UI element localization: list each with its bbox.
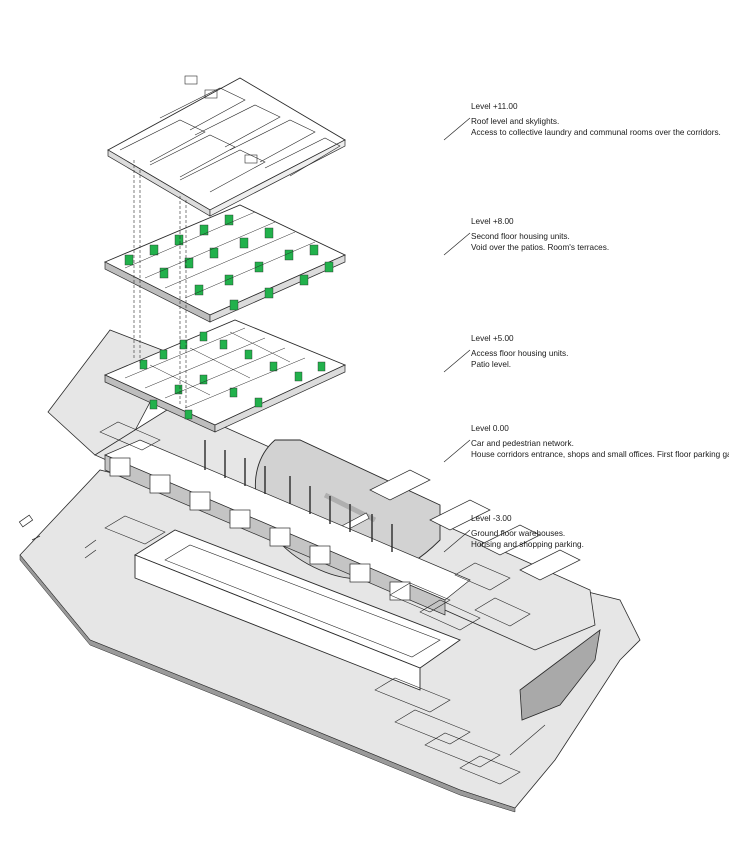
level-11-line-2: Access to collective laundry and communa… [471, 128, 721, 137]
projection-lines [133, 160, 187, 408]
roof-edge-right [209, 139, 346, 217]
right-shops-row [369, 469, 581, 581]
left-ground-marks [18, 514, 97, 559]
level5-edge-right [214, 364, 346, 433]
roof-top [107, 77, 346, 211]
level-0-plate [47, 329, 596, 651]
level5-patios [139, 331, 326, 420]
level-5-title: Level +5.00 [471, 334, 514, 343]
warehouse-block-side [134, 554, 421, 691]
level8-terraces [124, 214, 334, 311]
label-level-0: Level 0.00 Car and pedestrian network. H… [471, 423, 729, 461]
parking-stripes-level0 [99, 421, 531, 631]
level-minus3-line-2: Housing and shopping parking. [471, 540, 584, 549]
ramp-right [519, 629, 601, 721]
level-5-line-1: Access floor housing units. [471, 348, 569, 358]
level-0-title: Level 0.00 [471, 424, 509, 433]
leader-lines [443, 117, 471, 553]
level-0-line-1: Car and pedestrian network. [471, 438, 574, 448]
level-8-line-2: Void over the patios. Room's terraces. [471, 243, 610, 252]
level-8-plate [103, 204, 347, 323]
level-8-line-1: Second floor housing units. [471, 231, 570, 241]
corridor-shops-row [104, 439, 471, 616]
level-0-line-2: House corridors entrance, shops and smal… [471, 450, 729, 459]
level-8-title: Level +8.00 [471, 217, 514, 226]
warehouse-inner [164, 544, 441, 658]
level5-walls [124, 327, 306, 409]
label-level-8: Level +8.00 Second floor housing units. … [471, 216, 609, 254]
level-11-line-1: Roof level and skylights. [471, 116, 560, 126]
level8-walls [124, 211, 316, 299]
columns [204, 440, 393, 552]
level-minus3-line-1: Ground floor warehouses. [471, 528, 566, 538]
level-11-plate [107, 75, 346, 217]
label-level-minus3: Level -3.00 Ground floor warehouses. Hou… [471, 513, 584, 551]
label-level-11: Level +11.00 Roof level and skylights. A… [471, 101, 721, 139]
level-5-plate [103, 319, 347, 433]
roof-skylights [119, 75, 341, 193]
level-11-title: Level +11.00 [471, 102, 518, 111]
ground-slab-front-edge [19, 554, 516, 813]
level-minus3-plate [18, 469, 641, 813]
level-minus3-title: Level -3.00 [471, 514, 512, 523]
level-5-line-2: Patio level. [471, 360, 512, 369]
parking-stripes-bottom [374, 677, 546, 785]
label-level-5: Level +5.00 Access floor housing units. … [471, 333, 568, 371]
